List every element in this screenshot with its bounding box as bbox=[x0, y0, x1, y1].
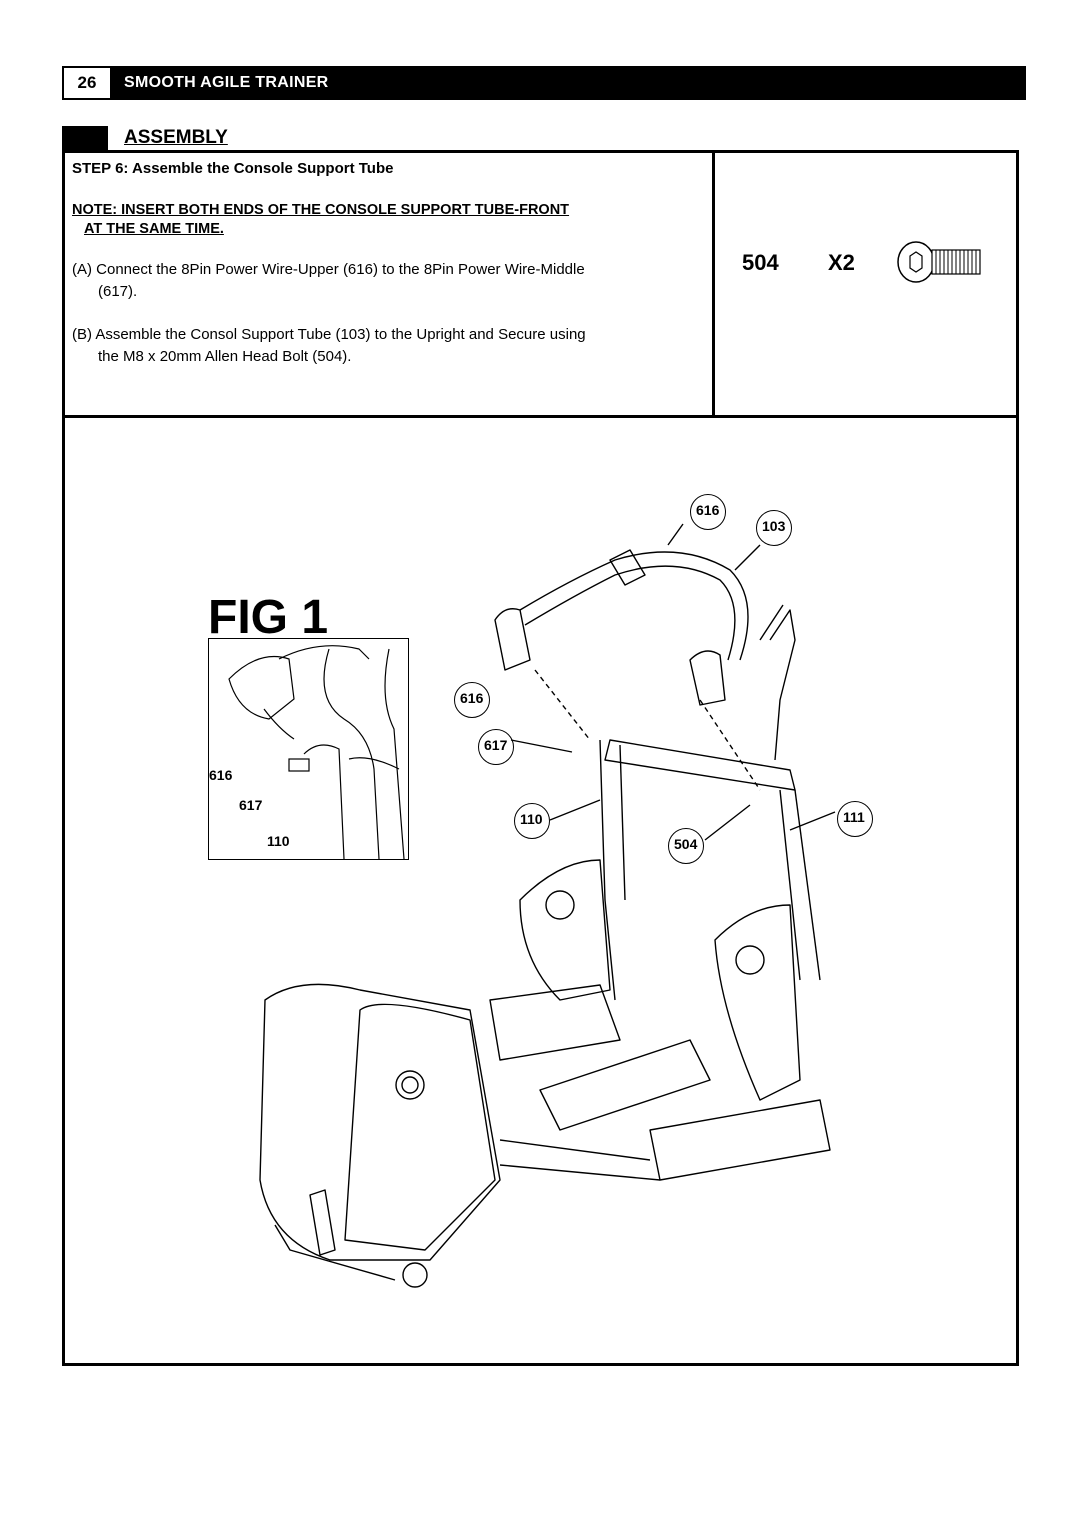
instruction-a-line-2: (617). bbox=[98, 283, 138, 300]
bolt-part-number: 504 bbox=[742, 250, 779, 275]
inset-callout-617: 617 bbox=[239, 797, 263, 813]
bolt-quantity: X2 bbox=[828, 250, 855, 275]
instruction-a-line-1: (A) Connect the 8Pin Power Wire-Upper (6… bbox=[72, 261, 585, 278]
note-line-2: AT THE SAME TIME. bbox=[84, 221, 224, 237]
inset-callout-110: 110 bbox=[267, 833, 290, 849]
section-marker bbox=[62, 126, 108, 150]
figure-title: FIG 1 bbox=[208, 591, 329, 644]
page-number: 26 bbox=[62, 66, 112, 100]
note-line-1: NOTE: INSERT BOTH ENDS OF THE CONSOLE SU… bbox=[72, 202, 570, 218]
callout-circle-616-mid bbox=[454, 682, 490, 718]
callout-110: 110 bbox=[520, 811, 543, 827]
step-title: : Assemble the Console Support Tube bbox=[123, 160, 394, 177]
note: NOTE: INSERT BOTH ENDS OF THE CONSOLE SU… bbox=[72, 201, 702, 239]
product-title-bar: SMOOTH AGILE TRAINER bbox=[112, 66, 1026, 100]
section-title: ASSEMBLY bbox=[124, 127, 228, 148]
callout-circle-617 bbox=[478, 729, 514, 765]
callout-616-mid: 616 bbox=[460, 690, 484, 706]
callout-circle-504 bbox=[668, 828, 704, 864]
instruction-b-line-2: the M8 x 20mm Allen Head Bolt (504). bbox=[98, 348, 352, 365]
product-title: SMOOTH AGILE TRAINER bbox=[124, 74, 329, 91]
callout-circle-111 bbox=[837, 801, 873, 837]
instruction-a: (A) Connect the 8Pin Power Wire-Upper (6… bbox=[72, 259, 704, 303]
inset-callout-616: 616 bbox=[209, 767, 233, 783]
step-label: STEP 6 bbox=[72, 160, 124, 177]
step-heading: STEP 6: Assemble the Console Support Tub… bbox=[72, 160, 393, 177]
figure-box bbox=[62, 415, 1019, 1366]
callout-616-top: 616 bbox=[696, 502, 720, 518]
bolt-icon bbox=[897, 241, 981, 283]
instruction-b-line-1: (B) Assemble the Consol Support Tube (10… bbox=[72, 326, 586, 343]
callout-504: 504 bbox=[674, 836, 698, 852]
callout-circle-616-top bbox=[690, 494, 726, 530]
detail-inset: 616 617 110 bbox=[208, 638, 409, 860]
callout-circle-110 bbox=[514, 803, 550, 839]
callout-617: 617 bbox=[484, 737, 508, 753]
callout-111: 111 bbox=[843, 809, 865, 825]
inset-drawing bbox=[228, 645, 405, 859]
instruction-b: (B) Assemble the Consol Support Tube (10… bbox=[72, 324, 704, 368]
callout-103: 103 bbox=[762, 518, 786, 534]
callout-circle-103 bbox=[756, 510, 792, 546]
